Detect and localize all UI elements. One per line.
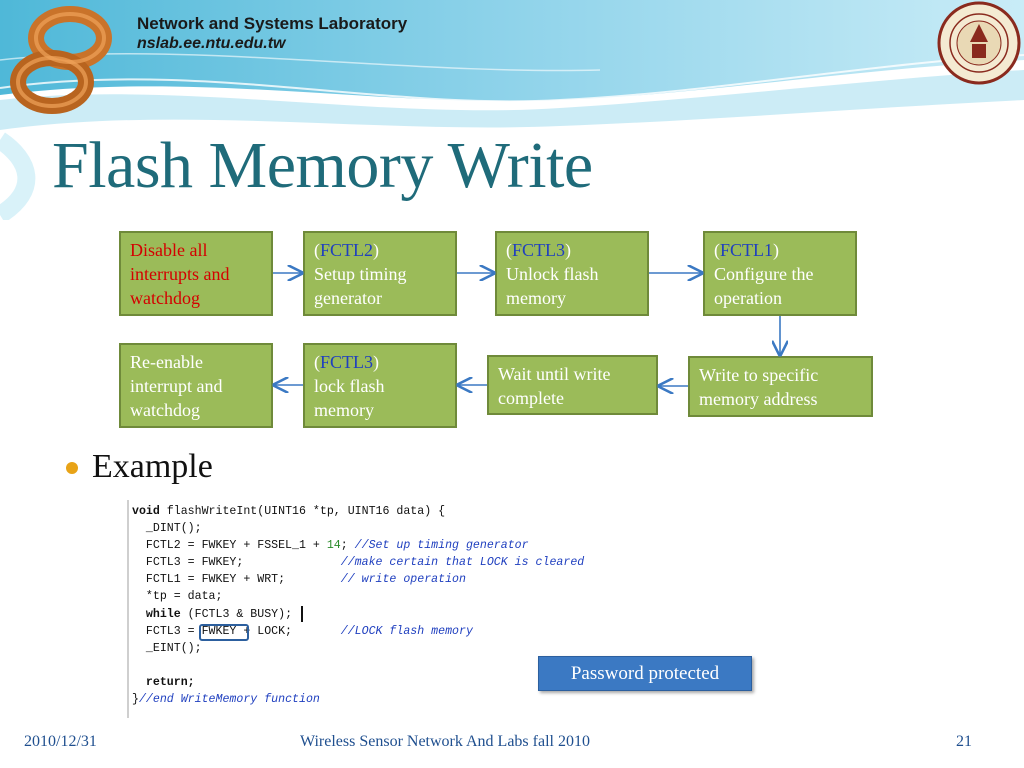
code-line: FCTL3 = FWKEY + LOCK; (132, 624, 341, 638)
code-keyword: return; (132, 675, 195, 689)
register-label: FCTL3 (512, 240, 566, 260)
register-label: FCTL1 (720, 240, 774, 260)
flow-step-text: Re-enable interrupt and watchdog (130, 352, 223, 420)
header-wave-background (0, 0, 1024, 220)
flow-step-write-address: Write to specific memory address (688, 356, 873, 417)
lab-name: Network and Systems Laboratory (137, 14, 408, 33)
flow-step-wait-write: Wait until write complete (487, 355, 658, 415)
flow-step-setup-timing: (FCTL2) Setup timing generator (303, 231, 457, 316)
footer-date: 2010/12/31 (24, 733, 97, 750)
flow-step-text: Wait until write complete (498, 364, 611, 408)
slide-header (0, 0, 1024, 220)
code-comment: //Set up timing generator (354, 539, 529, 553)
code-line: _DINT(); (132, 522, 202, 536)
code-keyword: while (132, 607, 181, 621)
code-comment: //LOCK flash memory (340, 624, 473, 638)
bullet-example: Example (92, 448, 213, 485)
flow-step-reenable-interrupts: Re-enable interrupt and watchdog (119, 343, 273, 428)
flow-step-lock-flash: (FCTL3) lock flash memory (303, 343, 457, 428)
code-line: } (132, 693, 139, 707)
code-line: flashWriteInt(UINT16 *tp, UINT16 data) { (159, 505, 446, 518)
flow-step-text: lock flash memory (314, 376, 385, 420)
flow-step-configure-operation: (FCTL1) Configure the operation (703, 231, 857, 316)
ntu-seal (934, 0, 1024, 90)
code-line: FCTL3 = FWKEY; (132, 556, 341, 570)
slide-title: Flash Memory Write (52, 129, 593, 202)
flow-step-disable-interrupts: Disable all interrupts and watchdog (119, 231, 273, 316)
flow-step-text: Configure the operation (714, 264, 814, 308)
code-number: 14 (326, 539, 341, 553)
code-line: FCTL2 = FWKEY + FSSEL_1 + (132, 539, 327, 553)
code-line: (FCTL3 & BUSY); (180, 607, 293, 621)
text-cursor (301, 606, 303, 622)
bullet-icon (66, 462, 78, 474)
nslab-logo (8, 6, 120, 118)
code-line: _EINT(); (132, 641, 202, 655)
flow-step-text: Setup timing generator (314, 264, 407, 308)
code-line: FCTL1 = FWKEY + WRT; (132, 573, 341, 587)
register-label: FCTL2 (320, 240, 374, 260)
register-label: FCTL3 (320, 352, 374, 372)
lab-url: nslab.ee.ntu.edu.tw (137, 35, 286, 52)
footer-page-number: 21 (956, 733, 972, 750)
code-comment: //make certain that LOCK is cleared (340, 556, 585, 570)
code-line: ; (340, 539, 355, 553)
code-line: *tp = data; (132, 590, 223, 604)
code-comment: // write operation (340, 573, 466, 587)
code-listing: void flashWriteInt(UINT16 *tp, UINT16 da… (132, 503, 584, 708)
code-keyword: void (132, 505, 160, 518)
fwkey-highlight (199, 624, 249, 641)
flow-step-text: Disable all interrupts and watchdog (130, 240, 230, 308)
footer-course: Wireless Sensor Network And Labs fall 20… (300, 733, 590, 750)
code-comment: //end WriteMemory function (138, 693, 320, 707)
flow-step-text: Unlock flash memory (506, 264, 599, 308)
flow-step-unlock-flash: (FCTL3) Unlock flash memory (495, 231, 649, 316)
flow-step-text: Write to specific memory address (699, 365, 819, 409)
password-protected-callout: Password protected (538, 656, 752, 691)
